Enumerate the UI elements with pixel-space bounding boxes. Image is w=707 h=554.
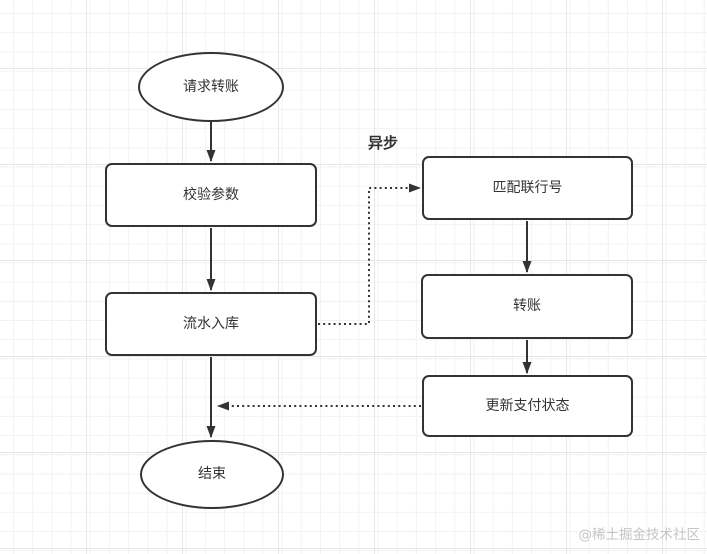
async-edge-label: 异步 [368, 134, 399, 152]
end-node: 结束 [140, 440, 284, 509]
transfer-node: 转账 [421, 274, 633, 339]
validate-params-node: 校验参数 [105, 163, 317, 227]
validate-params-label: 校验参数 [183, 186, 239, 203]
update-payment-status-label: 更新支付状态 [485, 397, 570, 414]
edge-store-to-match-async [318, 183, 421, 325]
juejin-watermark: @稀土掘金技术社区 [578, 527, 701, 543]
match-bank-code-node: 匹配联行号 [422, 156, 633, 220]
store-transaction-label: 流水入库 [183, 315, 239, 332]
end-node-label: 结束 [198, 466, 226, 483]
transfer-label: 转账 [513, 298, 541, 315]
store-transaction-node: 流水入库 [105, 292, 317, 356]
match-bank-code-label: 匹配联行号 [492, 179, 563, 196]
start-node-label: 请求转账 [183, 78, 239, 95]
start-node: 请求转账 [138, 52, 284, 122]
update-payment-status-node: 更新支付状态 [422, 375, 633, 437]
